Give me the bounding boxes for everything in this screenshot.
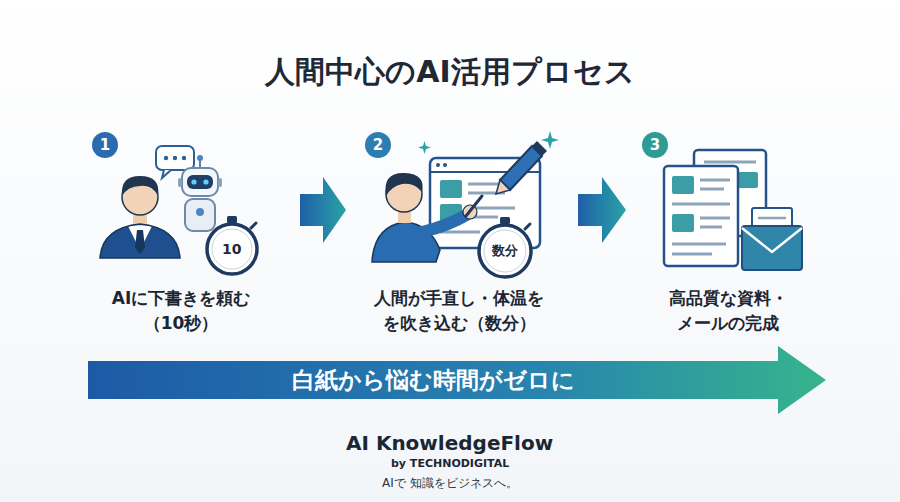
step-number-badge: 2 (365, 132, 391, 158)
document-card (443, 163, 447, 167)
step-number-badge: 1 (92, 132, 118, 158)
document-stack (672, 176, 694, 194)
process-step: AIに下書きを頼む （10秒） 1 (70, 118, 292, 341)
stopwatch-icon (212, 229, 252, 269)
robot-icon (187, 175, 213, 189)
robot-icon (203, 179, 208, 184)
stopwatch-icon (479, 225, 531, 277)
document-stack (672, 203, 730, 206)
document-stack (672, 214, 694, 232)
document-stack (738, 172, 758, 188)
pencil-icon (500, 146, 542, 190)
stopwatch-icon (500, 217, 510, 224)
speech-bubble (164, 156, 168, 160)
diagram-title: 人間中心のAI活用プロセス (0, 52, 900, 93)
pencil-icon (496, 141, 547, 194)
robot-icon (191, 179, 196, 184)
person-icon (100, 224, 180, 258)
speech-bubble (156, 146, 194, 170)
process-step: 人間が手直し・体温を を吹き込む（数分） 2 (348, 118, 570, 341)
flow-arrow (578, 177, 626, 243)
step-caption: 高品質な資料・ メールの完成 (633, 286, 823, 335)
robot-icon (182, 168, 218, 196)
sparkle-icon (541, 131, 559, 149)
footer-text: AI KnowledgeFlow (346, 430, 553, 456)
timer-label: 数分 (492, 242, 518, 259)
stopwatch-icon (484, 230, 526, 272)
person-icon (100, 224, 180, 258)
robot-icon (199, 160, 201, 168)
person-icon (422, 214, 468, 232)
step-caption: 人間が手直し・体温を を吹き込む（数分） (353, 286, 565, 335)
step-number-badge: 3 (642, 132, 668, 158)
robot-icon (196, 208, 204, 216)
stopwatch-icon (251, 223, 256, 228)
speech-bubble (173, 156, 177, 160)
callout-number: 3 (650, 138, 660, 153)
callout-number: 2 (373, 138, 383, 153)
document-stack (704, 161, 756, 164)
person-icon (466, 196, 482, 216)
person-icon (385, 173, 422, 196)
document-card (440, 180, 462, 198)
robot-icon (185, 199, 215, 231)
stopwatch-icon (207, 224, 257, 274)
robot-icon (197, 155, 203, 161)
speech-bubble (182, 156, 186, 160)
robot-icon (218, 178, 222, 187)
document-card (436, 163, 440, 167)
stopwatch-icon (207, 216, 257, 274)
envelope-icon (742, 208, 802, 270)
step-caption: AIに下書きを頼む （10秒） (75, 286, 287, 335)
robot-icon (178, 178, 182, 187)
timer-label: 10 (222, 240, 241, 258)
banner-arrow-shape (88, 346, 826, 414)
document-stack (664, 166, 738, 266)
banner-arrow: 白紙から悩む時間がゼロに (88, 345, 828, 415)
banner-text: 白紙から悩む時間がゼロに (88, 345, 778, 415)
person-icon (372, 173, 482, 262)
footer-text: by TECHNODIGITAL (391, 457, 509, 471)
sparkle-icon (418, 141, 431, 154)
envelope-icon (758, 217, 786, 220)
envelope-icon (742, 228, 802, 252)
document-stack (700, 226, 722, 229)
pencil-icon (496, 180, 510, 194)
stopwatch-icon (525, 224, 530, 229)
stopwatch-icon (227, 216, 237, 223)
footer-text: AIで 知識をビジネスへ。 (382, 475, 518, 491)
document-stack (672, 243, 726, 246)
envelope-icon (742, 226, 802, 270)
person-icon (100, 176, 180, 258)
document-stack (672, 253, 712, 256)
stopwatch-icon (479, 217, 531, 277)
person-icon (135, 230, 145, 254)
process-step: 高品質な資料・ メールの完成 3 (628, 118, 828, 341)
person-icon (122, 176, 159, 196)
sparkle-icon (418, 131, 559, 154)
document-stack (700, 179, 730, 182)
speech-bubble (162, 170, 171, 178)
pencil-icon (532, 141, 547, 156)
flow-arrow (300, 177, 346, 243)
document-stack (700, 217, 730, 220)
document-stack (700, 188, 724, 191)
robot-icon (178, 155, 222, 231)
callout-number: 1 (100, 138, 110, 153)
